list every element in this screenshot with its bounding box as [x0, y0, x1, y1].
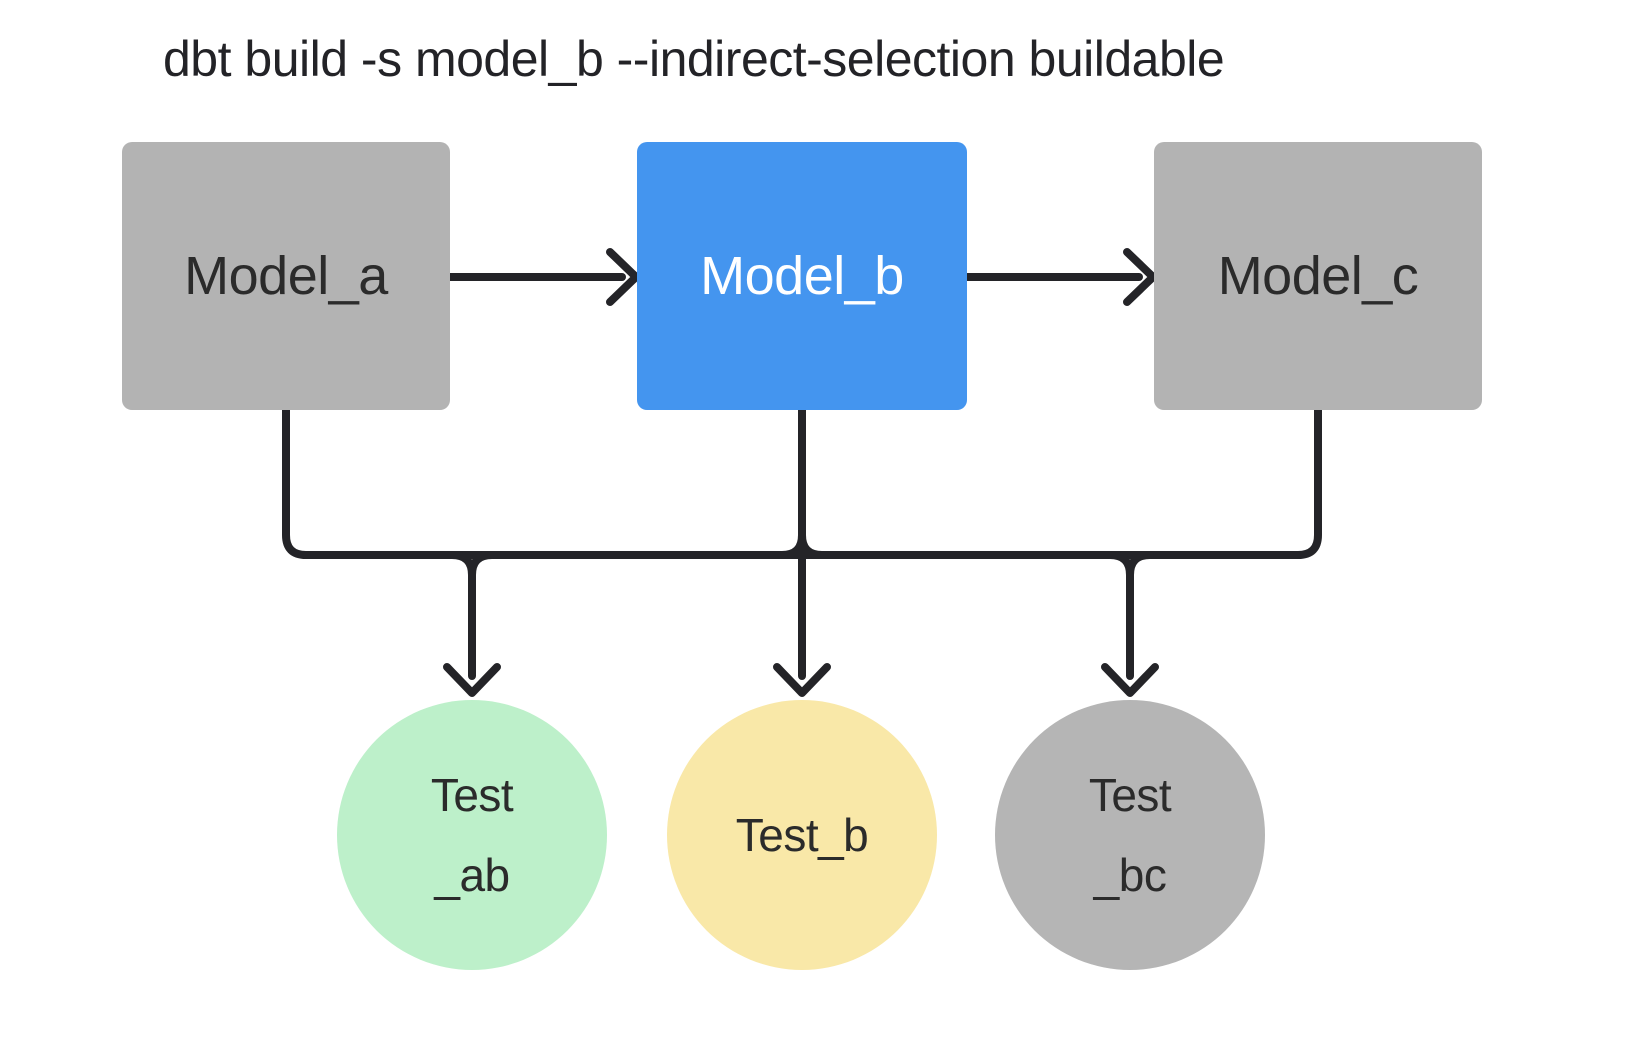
node-model-b-label: Model_b [700, 246, 904, 306]
node-test-bc-label-line2: _bc [1093, 849, 1167, 901]
arrowhead-model-c-icon [1123, 248, 1157, 306]
diagram-title: dbt build -s model_b --indirect-selectio… [163, 31, 1225, 87]
edge-drop-test-ab [448, 551, 496, 680]
node-test-bc: Test _bc [995, 700, 1265, 970]
arrowhead-test-ab-icon [443, 663, 501, 697]
arrowhead-test-bc-icon [1101, 663, 1159, 697]
node-model-b: Model_b [637, 142, 967, 410]
node-test-b-label: Test_b [735, 808, 869, 861]
arrowhead-model-b-icon [606, 248, 640, 306]
node-model-c: Model_c [1154, 142, 1482, 410]
node-test-bc-label-line1: Test [1088, 768, 1172, 821]
node-model-a: Model_a [122, 142, 450, 410]
edge-drop-test-bc [1106, 551, 1154, 680]
node-test-b: Test_b [667, 700, 937, 970]
node-model-c-label: Model_c [1217, 246, 1419, 306]
edge-drop-test-b [778, 406, 826, 680]
node-test-ab-label-line2: _ab [434, 849, 510, 901]
node-test-ab: Test _ab [337, 700, 607, 970]
node-model-a-label: Model_a [184, 246, 388, 306]
node-test-ab-label-line1: Test [430, 768, 514, 821]
arrowhead-test-b-icon [773, 663, 831, 697]
